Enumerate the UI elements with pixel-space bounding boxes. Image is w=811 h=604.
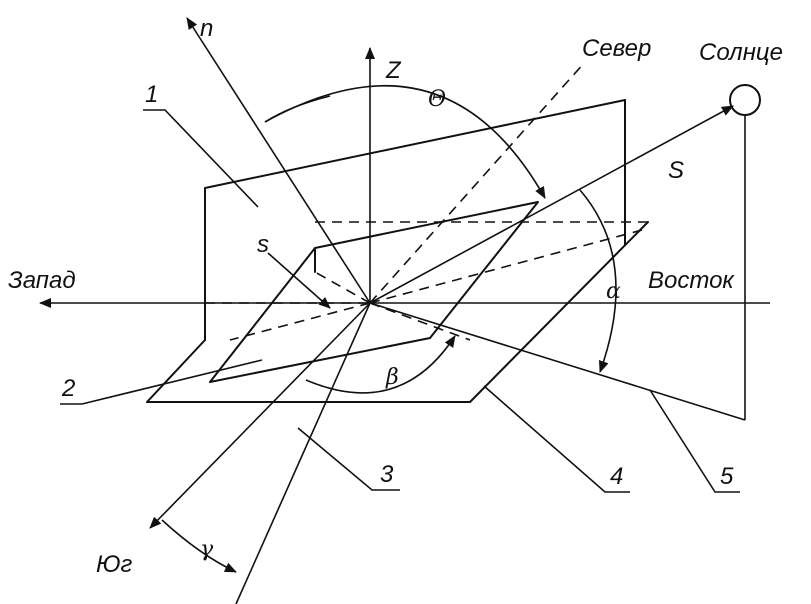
collector-projection-dashed <box>314 271 371 304</box>
south-direction-line <box>149 302 371 529</box>
label-south: Юг <box>96 551 133 578</box>
label-west: Запад <box>8 267 76 294</box>
label-s-small: s <box>257 231 269 258</box>
theta-arc-start <box>264 95 331 123</box>
normal-vector-n <box>186 17 371 304</box>
label-z: Z <box>385 57 402 84</box>
callout-leader-4 <box>483 385 630 493</box>
label-s-big: S <box>668 157 684 184</box>
callout-2: 2 <box>61 375 75 402</box>
callout-leader-1 <box>143 109 259 208</box>
callout-4: 4 <box>610 463 623 490</box>
gamma-arc <box>161 519 237 573</box>
label-east: Восток <box>648 267 735 294</box>
sun-ray-s <box>369 105 734 304</box>
horizontal-plane-4 <box>146 221 649 403</box>
sun-icon <box>729 84 761 116</box>
callout-leader-2 <box>60 359 263 405</box>
label-sun: Солнце <box>699 39 783 66</box>
callout-3: 3 <box>380 461 394 488</box>
callout-leader-5 <box>649 389 740 493</box>
callout-5: 5 <box>720 463 734 490</box>
beta-arc <box>305 335 456 394</box>
callout-leader-3 <box>297 427 400 491</box>
projection-arrow-s <box>267 252 331 309</box>
label-north: Север <box>582 35 651 62</box>
southeast-dashed <box>369 302 471 341</box>
north-axis-dashed <box>369 61 586 304</box>
south-axis-dashed <box>229 302 371 341</box>
vertical-plane-1 <box>204 99 626 341</box>
callout-1: 1 <box>145 81 158 108</box>
sun-projection-line <box>369 302 746 421</box>
azimuth-line-3 <box>235 302 371 604</box>
label-n: n <box>200 15 213 42</box>
label-alpha: α <box>606 279 621 304</box>
alpha-arc <box>579 189 617 373</box>
collector-plane-2 <box>209 201 539 383</box>
label-theta: Θ <box>428 87 446 112</box>
ground-diag-dashed <box>369 229 643 304</box>
label-beta: β <box>385 365 399 390</box>
label-gamma: γ <box>200 537 214 562</box>
